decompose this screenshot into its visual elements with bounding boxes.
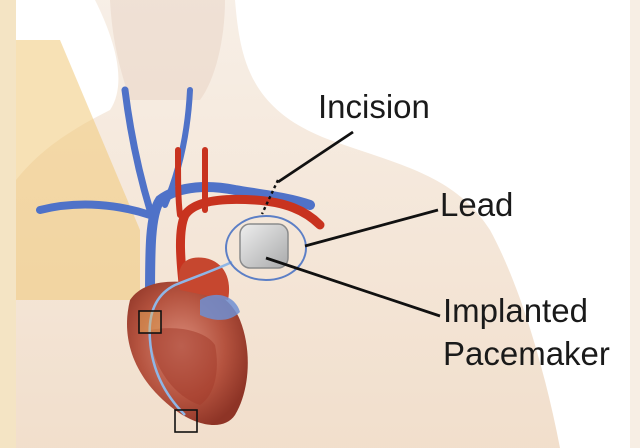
incision-label: Incision	[318, 89, 430, 125]
implanted-label: Implanted	[443, 293, 588, 329]
pacemaker-label: Pacemaker	[443, 336, 610, 372]
neck-shape	[110, 0, 225, 100]
lead-tip-box-atrium	[139, 311, 161, 333]
left-border-strip	[0, 0, 16, 448]
right-border-strip	[630, 0, 640, 448]
lead-label: Lead	[440, 187, 513, 223]
pacemaker-device	[240, 224, 288, 268]
